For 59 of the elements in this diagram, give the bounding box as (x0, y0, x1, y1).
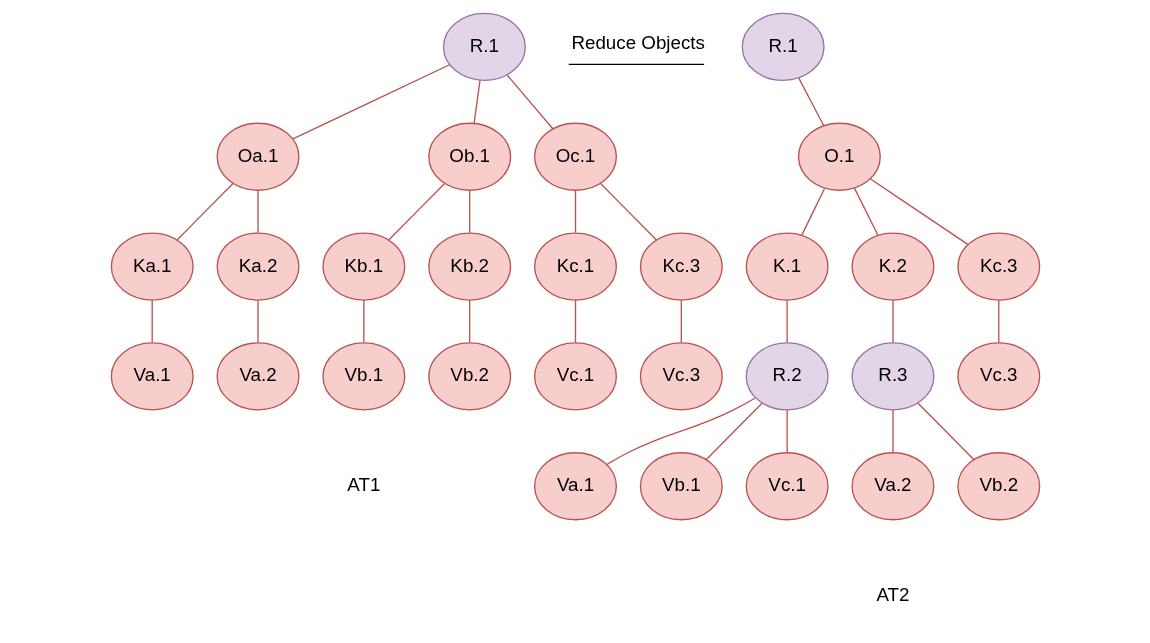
connector (916, 402, 975, 461)
connector (605, 397, 756, 465)
label: Reduce Objects (570, 31, 705, 53)
node-ellipse: Ka.1 (110, 232, 194, 301)
connector (256, 299, 259, 344)
connector (468, 299, 470, 344)
connector (506, 74, 553, 130)
node-ellipse: Vb.2 (427, 342, 511, 411)
node-ellipse: Kc.3 (956, 232, 1040, 301)
connector (574, 189, 576, 234)
connector (869, 178, 968, 246)
node-ellipse: Vc.3 (639, 342, 723, 411)
node-ellipse: Va.2 (850, 452, 934, 521)
node-ellipse: Ka.2 (216, 232, 300, 301)
node-ellipse: Oc.1 (533, 122, 617, 191)
node-ellipse: Kc.1 (533, 232, 617, 301)
connector (387, 182, 445, 241)
node-ellipse: Va.1 (533, 452, 617, 521)
connector (599, 182, 657, 241)
node-ellipse: R.3 (850, 342, 934, 411)
node-ellipse: R.1 (442, 12, 526, 82)
connector (468, 189, 470, 234)
node-ellipse: Kc.3 (639, 232, 723, 301)
node-ellipse: Kb.2 (427, 232, 511, 301)
connector (797, 77, 824, 127)
node-ellipse: R.2 (745, 342, 829, 411)
connector (472, 79, 481, 124)
connector (680, 299, 682, 344)
node-ellipse: R.1 (741, 12, 825, 82)
node-ellipse: Va.1 (110, 342, 194, 411)
connector (800, 187, 825, 236)
node-ellipse: Oa.1 (216, 122, 300, 191)
node-ellipse: Vb.1 (639, 452, 723, 521)
connector (891, 409, 894, 454)
node-ellipse: K.1 (745, 232, 829, 301)
connector (175, 182, 234, 241)
node-ellipse: Kb.1 (321, 232, 405, 301)
connector (785, 409, 788, 454)
label: AT2 (875, 584, 909, 606)
connector (151, 299, 153, 344)
node-ellipse: O.1 (797, 122, 881, 191)
connector (574, 299, 576, 344)
node-ellipse: Vc.1 (533, 342, 617, 411)
node-ellipse: Va.2 (216, 342, 300, 411)
node-ellipse: Vc.3 (956, 342, 1040, 411)
node-ellipse: Vb.2 (956, 452, 1040, 521)
node-ellipse: Vb.1 (321, 342, 405, 411)
node-ellipse: Ob.1 (427, 122, 511, 191)
connector (256, 189, 259, 234)
label: AT1 (346, 474, 380, 496)
node-ellipse: Vc.1 (745, 452, 829, 521)
connector (891, 299, 894, 344)
node-ellipse: K.2 (850, 232, 934, 301)
connector (785, 299, 788, 344)
connector (362, 299, 365, 344)
connector (853, 187, 879, 236)
connector (997, 299, 999, 344)
connector (291, 64, 450, 140)
connector (705, 402, 763, 461)
